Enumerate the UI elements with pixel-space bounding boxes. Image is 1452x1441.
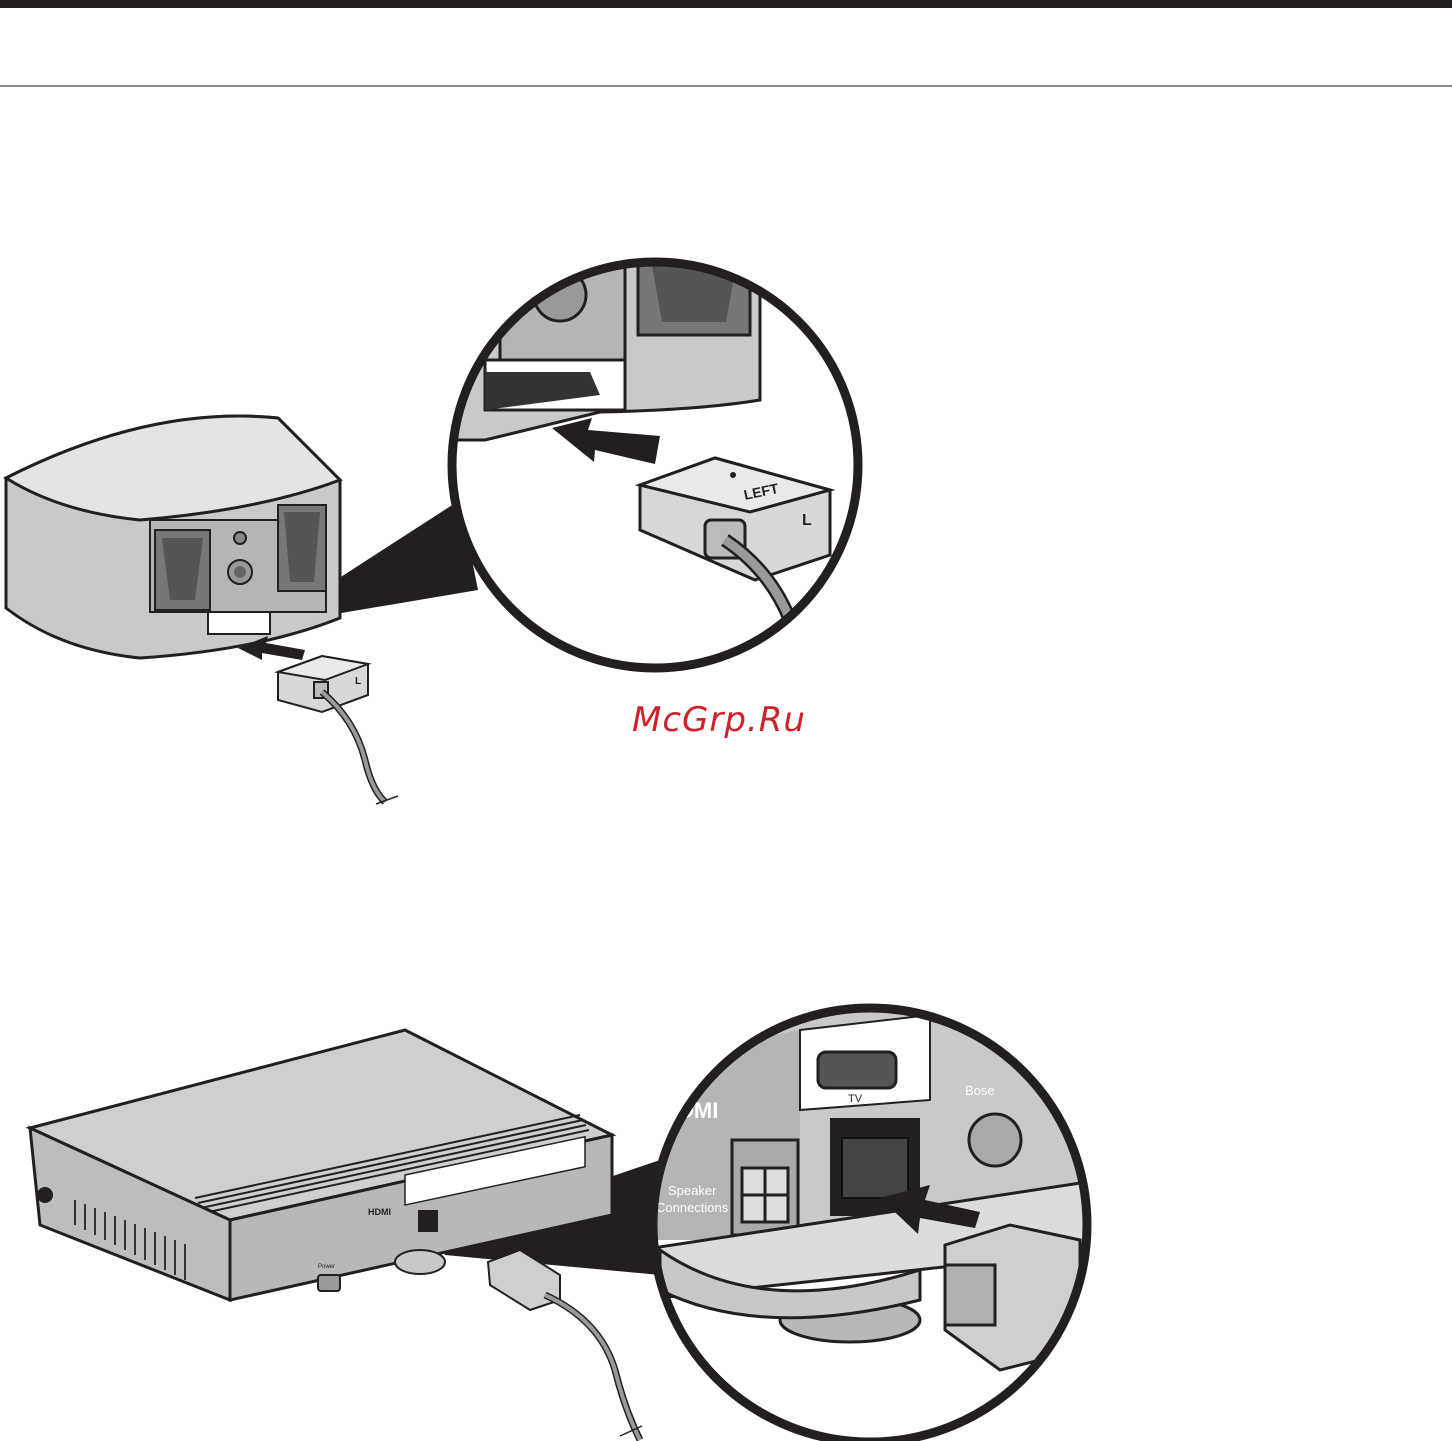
speaker-label-l: L	[802, 512, 812, 529]
hdmi-label-small: HDMI	[368, 1207, 391, 1217]
speaker-label-l-small: L	[355, 676, 361, 687]
speaker-figure: L	[6, 416, 478, 804]
speaker-connections-line1: Speaker	[668, 1183, 717, 1198]
speaker-zoom-circle: LEFT L	[440, 255, 858, 680]
console-zoom-circle: DMI TV Bose Speaker Connections	[640, 1000, 1100, 1441]
tv-label: TV	[848, 1093, 863, 1105]
console-figure: HDMI Power	[30, 1030, 660, 1440]
speaker-connections-line2: Connections	[656, 1200, 729, 1215]
power-label: Power	[318, 1264, 335, 1270]
watermark: McGrp.Ru	[632, 700, 806, 740]
bose-label: Bose	[965, 1083, 995, 1098]
